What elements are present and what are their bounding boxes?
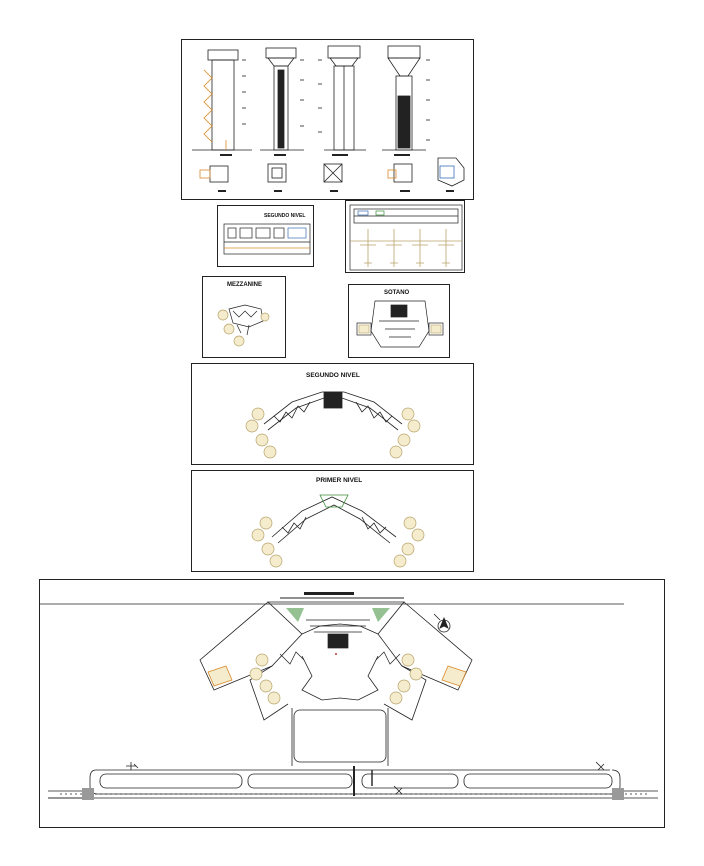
primer-nivel-plan bbox=[251, 494, 425, 568]
site-plan-drawing bbox=[40, 592, 658, 800]
sheet-title: PRIMER NIVEL bbox=[316, 477, 363, 484]
segundo-nivel-small-sheet: SEGUNDO NIVEL bbox=[217, 205, 314, 267]
central-parking bbox=[291, 708, 389, 766]
aircraft-icon bbox=[126, 761, 605, 795]
sheet-title: SEGUNDO NIVEL bbox=[264, 213, 306, 219]
mezzanine-sheet: MEZZANINE bbox=[202, 276, 286, 358]
segundo-nivel-sheet: SEGUNDO NIVEL bbox=[191, 363, 474, 465]
segundo-nivel-stands bbox=[245, 407, 421, 459]
terminal-outline bbox=[199, 601, 473, 721]
tower-plans-row bbox=[199, 157, 465, 187]
primer-nivel-sheet: PRIMER NIVEL bbox=[191, 470, 474, 572]
primer-nivel-stands bbox=[251, 516, 425, 568]
site-plan-sheet bbox=[39, 579, 665, 828]
segundo-nivel-small-plan bbox=[223, 223, 311, 255]
sheet-title: MEZZANINE bbox=[227, 282, 262, 288]
remote-aprons bbox=[207, 665, 467, 687]
sheet-title: SOTANO bbox=[384, 290, 410, 296]
tower-elevation-4 bbox=[382, 45, 426, 151]
landscape-green bbox=[286, 608, 390, 622]
tower-elevation-2 bbox=[260, 47, 304, 151]
tower-elevation-1 bbox=[192, 49, 252, 151]
sotano-plan bbox=[356, 300, 444, 348]
terminal-plan-sheet bbox=[345, 200, 465, 273]
taxiway-system bbox=[89, 766, 621, 796]
segundo-nivel-plan bbox=[245, 391, 421, 459]
mezzanine-stands bbox=[217, 309, 270, 347]
aircraft-stands bbox=[360, 229, 454, 267]
sheet-title: SEGUNDO NIVEL bbox=[306, 372, 360, 379]
sotano-sheet: SOTANO bbox=[348, 284, 450, 358]
runway bbox=[48, 790, 658, 799]
terminal-plan-drawing bbox=[349, 204, 463, 271]
tower-elevation-3 bbox=[324, 45, 366, 151]
level-ticks bbox=[242, 59, 430, 141]
tower-elevations-drawing bbox=[192, 45, 465, 192]
runway-thresholds bbox=[82, 788, 624, 800]
north-arrow-icon bbox=[433, 613, 451, 633]
elevation-caption-bars bbox=[220, 154, 410, 156]
site-stands bbox=[249, 653, 423, 705]
mezzanine-plan bbox=[217, 304, 270, 347]
tower-elevations-sheet bbox=[181, 39, 474, 200]
